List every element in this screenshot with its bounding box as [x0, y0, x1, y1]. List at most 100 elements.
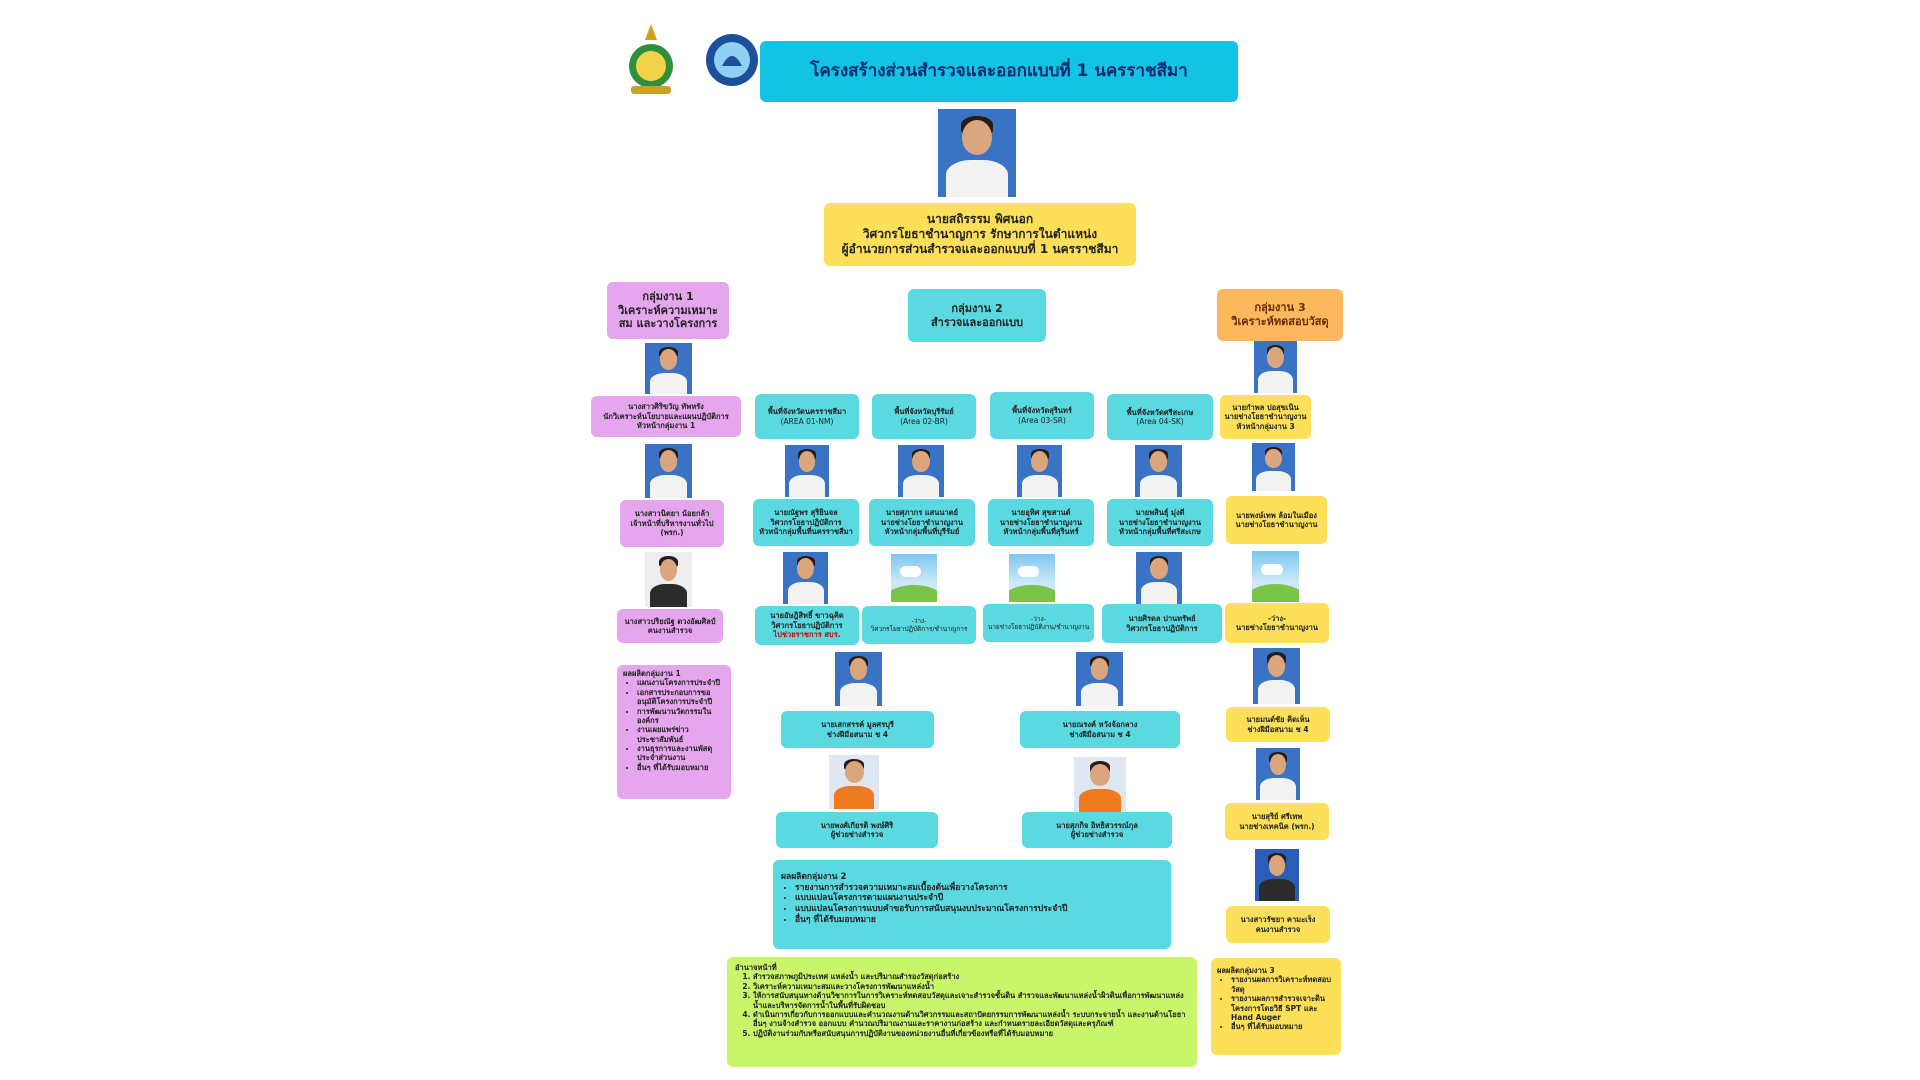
area-lead: นายศุภากร แสนนาตย์ นายช่างโยธาชำนาญงาน ห…: [869, 499, 975, 546]
person-role: นายช่างโยธาชำนาญงาน: [1235, 520, 1318, 529]
person-photo: [645, 552, 692, 607]
person-name: -ว่าง-: [1267, 613, 1287, 623]
group2-subtitle: สำรวจและออกแบบ: [930, 315, 1024, 329]
group3-person: นางสาวรัชยา คามะเร็ง คนงานสำรวจ: [1226, 906, 1330, 943]
area-name: พื้นที่จังหวัดบุรีรัมย์: [894, 407, 954, 417]
list-item: แผนงานโครงการประจำปี: [637, 678, 725, 687]
person-role: ผู้ช่วยช่างสำรวจ: [1070, 830, 1124, 839]
person-name: นางสาวนิตยา น้อยกล้า: [634, 509, 710, 519]
person-photo: [898, 445, 944, 497]
person-photo: [1253, 648, 1300, 704]
director-title: ผู้อำนวยการส่วนสำรวจและออกแบบที่ 1 นครรา…: [841, 242, 1119, 256]
list-item: การพัฒนานวัตกรรมในองค์กร: [637, 707, 725, 726]
duties-list: สำรวจสภาพภูมิประเทศ แหล่งน้ำ และปริมาณสำ…: [735, 972, 1189, 1038]
person-photo: [835, 652, 882, 706]
vacant-placeholder-image: [1009, 554, 1055, 602]
person-photo: [783, 552, 828, 604]
person-name: -ว่าง-: [1030, 614, 1047, 623]
person-name: นายพงศ์เกียรติ พงษ์ศิริ: [820, 820, 894, 830]
list-item: วิเคราะห์ความเหมาะสมและวางโครงการพัฒนาแห…: [753, 982, 1189, 991]
person-role: หัวหน้ากลุ่มพื้นที่ศรีสะเกษ: [1119, 527, 1201, 537]
person-role: นายช่างโยธาชำนาญงาน: [1224, 412, 1307, 422]
person-name: นายอุทิศ สุขสานต์: [1011, 508, 1071, 518]
person-name: นางสาวรัชยา คามะเร็ง: [1240, 915, 1316, 925]
person-photo: [645, 343, 692, 394]
list-item: รายงานผลการสำรวจเจาะดินโครงการโดยวิธี SP…: [1231, 994, 1335, 1022]
person-role: (พรก.): [660, 528, 684, 538]
products-list: รายงานการสำรวจความเหมาะสมเบื้องต้นเพื่อว…: [781, 883, 1067, 926]
royal-seal-logo: [623, 22, 679, 100]
list-item: สำรวจสภาพภูมิประเทศ แหล่งน้ำ และปริมาณสำ…: [753, 972, 1189, 981]
person-photo: [1074, 757, 1126, 813]
person-role: คนงานสำรวจ: [647, 626, 693, 635]
area-buriram: พื้นที่จังหวัดบุรีรัมย์ (Area 02-BR): [872, 394, 976, 439]
list-item: ดำเนินการเกี่ยวกับการออกแบบและคำนวณงานด้…: [753, 1010, 1189, 1029]
person-photo: [1135, 445, 1182, 497]
person-note: ไปช่วยราชการ สบร.: [773, 630, 841, 640]
person-photo: [1252, 443, 1295, 491]
group3-person: นายสุริย์ ศรีเทพ นายช่างเทคนิค (พรก.): [1225, 803, 1329, 840]
area-name: พื้นที่จังหวัดศรีสะเกษ: [1126, 407, 1194, 417]
assistant-box: นายสุภกิจ อิทธิสวรรณ์กุล ผู้ช่วยช่างสำรว…: [1022, 812, 1172, 848]
person-role: นายช่างโยธาชำนาญงาน: [1000, 517, 1082, 527]
person-photo: [1136, 552, 1182, 604]
person-name: นางสาวศิริขวัญ ทัพหรัง: [628, 402, 704, 412]
list-item: รายงานการสำรวจความเหมาะสมเบื้องต้นเพื่อว…: [795, 883, 1067, 894]
list-item: อื่นๆ ที่ได้รับมอบหมาย: [1231, 1022, 1335, 1031]
area-member: -ว่าง- นายช่างโยธาปฏิบัติงาน/ชำนาญงาน: [983, 604, 1094, 642]
person-name: นายพงษ์เทพ ล้อมในเมือง: [1236, 510, 1317, 520]
person-photo: [829, 755, 879, 809]
person-role: หัวหน้ากลุ่มพื้นที่บุรีรัมย์: [884, 527, 960, 537]
vacant-placeholder-image: [891, 554, 937, 602]
person-role: เจ้าหน้าที่บริหารงานทั่วไป: [630, 518, 714, 528]
person-role: วิศวกรโยธาปฏิบัติการ/ชำนาญการ: [870, 625, 968, 633]
person-role: หัวหน้ากลุ่มงาน 3: [1236, 421, 1295, 431]
person-role: หัวหน้ากลุ่มงาน 1: [636, 421, 696, 431]
group3-person: นายพงษ์เทพ ล้อมในเมือง นายช่างโยธาชำนาญง…: [1226, 496, 1327, 544]
area-nakhonratchasima: พื้นที่จังหวัดนครราชสีมา (AREA 01-NM): [755, 394, 859, 439]
list-item: แบบแปลนโครงการตามแผนงานประจำปี: [795, 893, 1067, 904]
group1-title: กลุ่มงาน 1: [642, 289, 694, 303]
person-role: คนงานสำรวจ: [1255, 924, 1301, 934]
area-member: นายศิรดล ปานทรัพย์ วิศวกรโยธาปฏิบัติการ: [1102, 604, 1222, 643]
person-name: นายเสกสรรค์ มูลศรบุรี: [821, 720, 894, 730]
person-role: นายช่างโยธาชำนาญงาน: [1119, 517, 1201, 527]
area-lead: นายอุทิศ สุขสานต์ นายช่างโยธาชำนาญงาน หั…: [988, 499, 1094, 546]
person-role: ช่างฝีมือสนาม ช 4: [1069, 729, 1131, 739]
area-name: พื้นที่จังหวัดนครราชสีมา: [767, 407, 847, 417]
duties-box: อำนาจหน้าที่ สำรวจสภาพภูมิประเทศ แหล่งน้…: [727, 957, 1197, 1067]
area-lead: นายพสินธุ์ มุ่งดี นายช่างโยธาชำนาญงาน หั…: [1107, 499, 1213, 546]
person-photo: [1255, 849, 1299, 901]
list-item: อื่นๆ ที่ได้รับมอบหมาย: [795, 915, 1067, 926]
area-code: (AREA 01-NM): [780, 416, 834, 426]
area-code: (Area 03-SR): [1018, 415, 1066, 425]
page-title: โครงสร้างส่วนสำรวจและออกแบบที่ 1 นครราชส…: [760, 41, 1238, 102]
technician-box: นายณรงค์ หวังจ้อกลาง ช่างฝีมือสนาม ช 4: [1020, 711, 1180, 748]
products-list: แผนงานโครงการประจำปีเอกสารประกอบการขออนุ…: [623, 678, 725, 772]
duties-title: อำนาจหน้าที่: [735, 963, 777, 972]
area-member: -ว่าง- วิศวกรโยธาปฏิบัติการ/ชำนาญการ: [862, 606, 976, 644]
list-item: แบบแปลนโครงการแบบคำขอรับการสนับสนุนงบประ…: [795, 904, 1067, 915]
list-item: อื่นๆ ที่ได้รับมอบหมาย: [637, 763, 725, 772]
group3-header: กลุ่มงาน 3 วิเคราะห์ทดสอบวัสดุ: [1217, 289, 1343, 341]
person-role: นายช่างโยธาปฏิบัติงาน/ชำนาญงาน: [987, 623, 1090, 631]
area-code: (Area 04-SK): [1136, 417, 1184, 426]
list-item: เอกสารประกอบการขออนุมัติโครงการประจำปี: [637, 688, 725, 707]
technician-box: นายเสกสรรค์ มูลศรบุรี ช่างฝีมือสนาม ช 4: [781, 711, 934, 748]
products-title: ผลผลิตกลุ่มงาน 3: [1217, 966, 1275, 975]
director-name: นายสถิรรรม พิศนอก: [926, 212, 1034, 226]
person-name: นายศิรดล ปานทรัพย์: [1128, 614, 1196, 624]
vacant-placeholder-image: [1252, 551, 1299, 602]
person-name: นายมนต์ชัย คิดเห็น: [1246, 715, 1310, 725]
person-role: หัวหน้ากลุ่มพื้นที่นครราชสีมา: [759, 527, 853, 537]
area-name: พื้นที่จังหวัดสุรินทร์: [1012, 406, 1072, 416]
group2-products: ผลผลิตกลุ่มงาน 2 รายงานการสำรวจความเหมาะ…: [773, 860, 1171, 949]
group2-header: กลุ่มงาน 2 สำรวจและออกแบบ: [908, 289, 1046, 342]
group1-person2: นางสาวนิตยา น้อยกล้า เจ้าหน้าที่บริหารงา…: [620, 500, 724, 547]
person-role: นายช่างโยธาชำนาญงาน: [1236, 623, 1318, 632]
products-title: ผลผลิตกลุ่มงาน 1: [623, 669, 681, 678]
group3-subtitle: วิเคราะห์ทดสอบวัสดุ: [1231, 315, 1329, 328]
area-sisaket: พื้นที่จังหวัดศรีสะเกษ (Area 04-SK): [1107, 394, 1213, 440]
group3-products: ผลผลิตกลุ่มงาน 3 รายงานผลการวิเคราะห์ทดส…: [1211, 958, 1341, 1055]
person-name: นางสาวปริยณัฐ ดวงอัฒศิลป์: [624, 616, 716, 626]
